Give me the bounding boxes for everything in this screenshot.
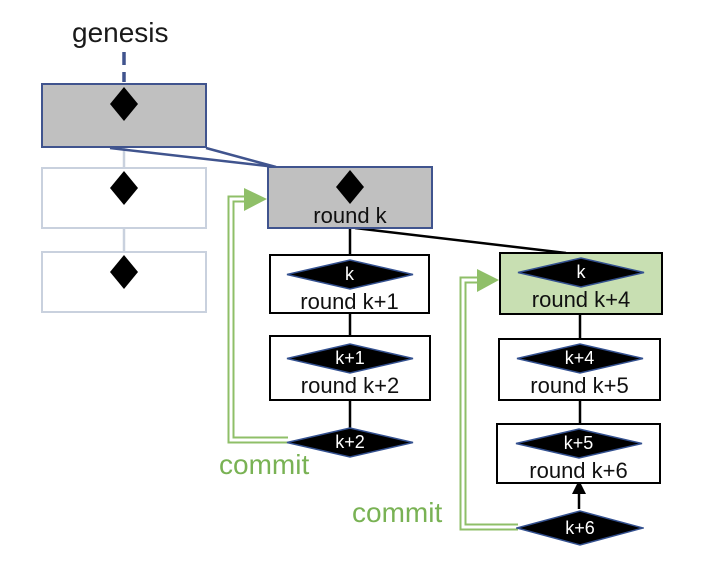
skipped-vertex-icon	[110, 255, 138, 289]
commit-arrow-left-inner	[229, 197, 288, 442]
round-k4-leader-diamond-icon: k	[517, 257, 645, 288]
commit-label-left: commit	[219, 449, 310, 480]
commit-arrow-left-head	[244, 188, 267, 211]
round-k6-block: k+5 round k+6	[496, 423, 661, 484]
genesis-to-round-k-edge	[109, 146, 277, 169]
genesis-block	[41, 83, 207, 148]
commit-arrow-left-outer	[227, 195, 288, 444]
round-k-label: round k	[313, 203, 387, 228]
round-k2-block: k+1 round k+2	[269, 335, 431, 401]
commit-label-right: commit	[352, 497, 443, 528]
round-k1-block: k round k+1	[269, 254, 430, 314]
genesis-label: genesis	[72, 17, 169, 48]
round-k5-block: k+4 round k+5	[498, 338, 661, 401]
round-k6-leader-diamond-icon: k+5	[515, 428, 643, 459]
round-k-vertex-icon	[336, 170, 364, 204]
skipped-block-2	[41, 251, 207, 313]
round-k4-diamond-label: k	[576, 262, 586, 282]
leader-k2-diamond-label: k+2	[335, 432, 365, 452]
skipped-block-1	[41, 167, 207, 229]
leader-k6-diamond-label: k+6	[565, 517, 595, 538]
round-k1-leader-diamond-icon: k	[286, 259, 414, 290]
round-k5-diamond-label: k+4	[564, 348, 595, 368]
round-k2-diamond-label: k+1	[335, 348, 365, 368]
round-k6-label: round k+6	[529, 458, 628, 483]
round-k5-label: round k+5	[530, 373, 629, 398]
genesis-vertex-icon	[110, 87, 138, 121]
round-k-to-round-k4-edge	[354, 226, 567, 255]
commit-arrow-right-inner	[461, 278, 518, 529]
round-k2-label: round k+2	[300, 373, 400, 398]
k6-up-arrow-head	[572, 480, 586, 494]
commit-arrow-right-head	[477, 269, 499, 292]
leader-k2-diamond-icon: k+2	[286, 427, 414, 458]
round-k2-leader-diamond-icon: k+1	[286, 343, 414, 374]
round-k4-block: k round k+4	[499, 252, 663, 315]
skipped-vertex-icon	[110, 171, 138, 205]
round-k6-diamond-label: k+5	[563, 433, 594, 453]
round-k-block: round k	[267, 166, 433, 229]
round-k5-leader-diamond-icon: k+4	[516, 343, 644, 374]
round-k1-label: round k+1	[300, 289, 399, 314]
round-k4-label: round k+4	[531, 287, 631, 312]
commit-arrow-right-outer	[459, 276, 518, 531]
leader-k6-diamond-icon: k+6	[514, 510, 646, 546]
round-k1-diamond-label: k	[345, 264, 354, 284]
